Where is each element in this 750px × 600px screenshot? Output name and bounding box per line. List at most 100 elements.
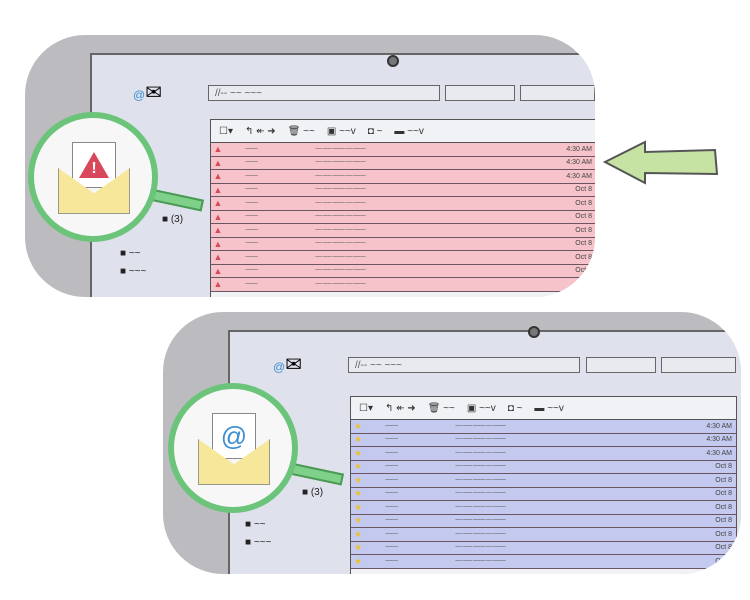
email-row[interactable]: ★~~~~~~ ~~~ ~~~~ ~~ ~~~~Oct 8	[351, 528, 736, 542]
subject-scribble: ~~ ~~~ ~~~~ ~~ ~~~~	[315, 145, 366, 153]
email-row[interactable]: ▲~~~~~~ ~~~ ~~~~ ~~ ~~~~Oct 8	[211, 183, 595, 197]
email-time: Oct 8	[575, 253, 592, 261]
subject-scribble: ~~ ~~~ ~~~~ ~~ ~~~~	[455, 449, 506, 457]
email-time: Oct 8	[575, 213, 592, 221]
sender-scribble: ~~~~	[245, 172, 258, 180]
email-row[interactable]: ★~~~~~~ ~~~ ~~~~ ~~ ~~~~4:30 AM	[351, 433, 736, 447]
email-row[interactable]: ▲~~~~~~ ~~~ ~~~~ ~~ ~~~~Oct 8	[211, 224, 595, 238]
email-time: Oct 8	[715, 490, 732, 498]
options-button[interactable]	[661, 357, 736, 373]
folder-label: (3)	[310, 487, 324, 498]
subject-scribble: ~~ ~~~ ~~~~ ~~ ~~~~	[455, 463, 506, 471]
email-time: 4:30 AM	[706, 449, 732, 457]
email-row[interactable]: ▲~~~~~~ ~~~ ~~~~ ~~ ~~~~4:30 AM	[211, 156, 595, 170]
warning-triangle-icon: ▲	[213, 144, 223, 155]
email-list: ☐▾↰ ↞ ➜🗑 ~~▣ ~~v◘ ~▬ ~~v ▲~~~~~~ ~~~ ~~~…	[210, 119, 595, 297]
subject-scribble: ~~ ~~~ ~~~~ ~~ ~~~~	[315, 199, 366, 207]
toolbar-button[interactable]: 🗑 ~~	[287, 125, 315, 137]
folder-item[interactable]: ■ ~~~	[245, 537, 272, 548]
email-row[interactable]: ★~~~~~~ ~~~ ~~~~ ~~ ~~~~Oct 8	[351, 555, 736, 569]
warning-triangle-icon: ▲	[213, 252, 223, 263]
sender-scribble: ~~~~	[385, 557, 398, 565]
subject-scribble: ~~ ~~~ ~~~~ ~~ ~~~~	[455, 436, 506, 444]
at-icon: @	[220, 420, 248, 451]
options-button[interactable]	[520, 85, 595, 101]
toolbar-button[interactable]: ▬ ~~v	[394, 125, 424, 137]
email-app-icon: @✉	[273, 354, 302, 376]
bottom-panel: @✉ //-- ~~ ~~~ ☐▾↰ ↞ ➜🗑 ~~▣ ~~v◘ ~▬ ~~v …	[163, 312, 741, 574]
folder-item[interactable]: ■ (3)	[302, 487, 324, 498]
address-bar[interactable]: //-- ~~ ~~~	[348, 357, 580, 373]
email-row[interactable]: ★~~~~~~ ~~~ ~~~~ ~~ ~~~~Oct 8	[351, 460, 736, 474]
email-toolbar: ☐▾ ↰ ↞ ➜ 🗑 ~~ ▣ ~~v ◘ ~ ▬ ~~v	[211, 120, 595, 143]
folder-item[interactable]: ■ ~~	[245, 519, 266, 530]
email-row[interactable]: ▲~~~~~~ ~~~ ~~~~ ~~ ~~~~4:30 AM	[211, 170, 595, 184]
sender-scribble: ~~~~	[385, 544, 398, 552]
email-time: Oct 8	[715, 476, 732, 484]
toolbar-button[interactable]: ☐▾	[359, 402, 373, 414]
warning-triangle-icon: ▲	[213, 198, 223, 209]
toolbar-button[interactable]: ▬ ~~v	[534, 402, 564, 414]
star-icon: ★	[353, 447, 363, 458]
sender-scribble: ~~~~	[245, 213, 258, 221]
toolbar-button[interactable]: ◘ ~	[507, 402, 523, 414]
subject-scribble: ~~ ~~~ ~~~~ ~~ ~~~~	[315, 280, 366, 288]
email-time: Oct 8	[575, 226, 592, 234]
star-icon: ★	[353, 420, 363, 431]
search-button[interactable]	[445, 85, 515, 101]
subject-scribble: ~~ ~~~ ~~~~ ~~ ~~~~	[455, 544, 506, 552]
email-row[interactable]: ▲ ~~~~ ~~ ~~~ ~~~~ ~~ ~~~~ Oct 8	[211, 197, 595, 211]
email-envelope-icon: @	[198, 413, 270, 485]
folder-item[interactable]: ■ ~~~	[120, 266, 147, 277]
email-list: ☐▾↰ ↞ ➜🗑 ~~▣ ~~v◘ ~▬ ~~v ★~~~~~~ ~~~ ~~~…	[350, 396, 737, 574]
email-row[interactable]: ★~~~~~~ ~~~ ~~~~ ~~ ~~~~4:30 AM	[351, 447, 736, 461]
star-icon: ★	[353, 542, 363, 553]
email-row[interactable]: ★~~~~~~ ~~~ ~~~~ ~~ ~~~~4:30 AM	[351, 420, 736, 434]
email-time: Oct 8	[575, 199, 592, 207]
toolbar-button[interactable]: 🗑 ~~	[427, 402, 455, 414]
warning-triangle-icon: ▲	[213, 279, 223, 290]
subject-scribble: ~~ ~~~ ~~~~ ~~ ~~~~	[315, 253, 366, 261]
email-row[interactable]: ★~~~~~~ ~~~ ~~~~ ~~ ~~~~Oct 8	[351, 501, 736, 515]
folder-item[interactable]: ■ (3)	[162, 214, 184, 225]
toolbar-button[interactable]: ◘ ~	[367, 125, 383, 137]
toolbar-button[interactable]: ☐▾	[219, 125, 233, 137]
search-button[interactable]	[586, 357, 656, 373]
email-row[interactable]: ▲~~~~~~ ~~~ ~~~~ ~~ ~~~~Oct 8	[211, 278, 595, 292]
email-row[interactable]: ▲~~~~~~ ~~~ ~~~~ ~~ ~~~~Oct 8	[211, 251, 595, 265]
address-bar[interactable]: //-- ~~ ~~~	[208, 85, 440, 101]
sender-scribble: ~~~~	[245, 240, 258, 248]
subject-scribble: ~~ ~~~ ~~~~ ~~ ~~~~	[315, 186, 366, 194]
toolbar-button[interactable]: ↰ ↞ ➜	[244, 125, 276, 137]
subject-scribble: ~~ ~~~ ~~~~ ~~ ~~~~	[315, 172, 366, 180]
folder-label: ~~~	[128, 266, 147, 277]
email-row[interactable]: ▲~~~~~~ ~~~ ~~~~ ~~ ~~~~4:30 AM	[211, 143, 595, 157]
warning-triangle-icon: ▲	[213, 184, 223, 195]
star-icon: ★	[353, 501, 363, 512]
sender-scribble: ~~~~	[245, 159, 258, 167]
sender-scribble: ~~~~	[385, 503, 398, 511]
email-time: Oct 8	[715, 517, 732, 525]
warning-triangle-icon: ▲	[213, 225, 223, 236]
toolbar-button[interactable]: ↰ ↞ ➜	[384, 402, 416, 414]
email-row[interactable]: ▲~~~~~~ ~~~ ~~~~ ~~ ~~~~Oct 8	[211, 237, 595, 251]
email-row[interactable]: ▲~~~~~~ ~~~ ~~~~ ~~ ~~~~Oct 8	[211, 210, 595, 224]
email-row[interactable]: ▲~~~~~~ ~~~ ~~~~ ~~ ~~~~Oct 8	[211, 264, 595, 278]
email-row[interactable]: ★~~~~~~ ~~~ ~~~~ ~~ ~~~~Oct 8	[351, 514, 736, 528]
sender-scribble: ~~~~	[245, 280, 258, 288]
toolbar-button[interactable]: ▣ ~~v	[466, 402, 496, 414]
toolbar-button[interactable]: ▣ ~~v	[326, 125, 356, 137]
email-row[interactable]: ★~~~~~~ ~~~ ~~~~ ~~ ~~~~Oct 8	[351, 487, 736, 501]
email-row[interactable]: ★~~~~~~ ~~~ ~~~~ ~~ ~~~~Oct 8	[351, 541, 736, 555]
sender-scribble: ~~~~	[385, 530, 398, 538]
at-icon: @	[273, 360, 286, 374]
email-row[interactable]: ★~~~~~~ ~~~ ~~~~ ~~ ~~~~Oct 8	[351, 474, 736, 488]
folder-label: ~~	[128, 248, 141, 259]
folder-item[interactable]: ■ ~~	[120, 248, 141, 259]
sender-scribble: ~~~~	[245, 199, 258, 207]
email-time: Oct 8	[715, 557, 732, 565]
warning-triangle-icon: ▲	[213, 265, 223, 276]
warning-triangle-icon: ▲	[213, 211, 223, 222]
warning-triangle-icon: ▲	[213, 171, 223, 182]
star-icon: ★	[353, 474, 363, 485]
